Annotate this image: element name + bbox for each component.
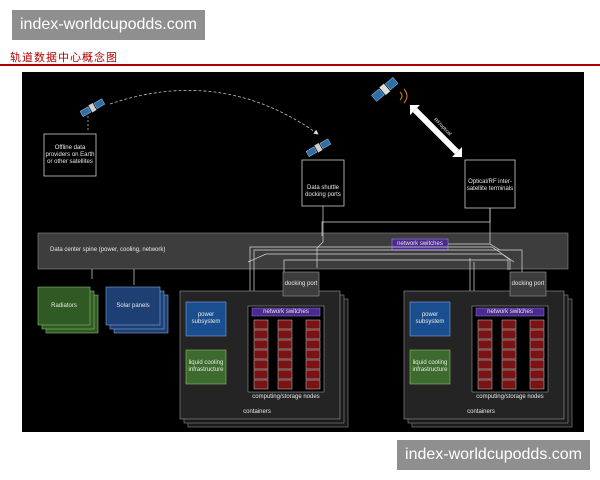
compute-node-block: [477, 339, 493, 350]
compute-node-block: [529, 349, 545, 360]
docking-port-left: [282, 271, 320, 297]
satellite-icon-relay: [371, 76, 399, 102]
switches-right-label: network switches: [487, 308, 533, 315]
liquid-cooling-right-label: liquid cooling infrastructure: [412, 360, 448, 373]
data-shuttle-box: [301, 159, 345, 207]
compute-node-block: [529, 379, 545, 390]
rf-arrow-shaft: [412, 107, 460, 155]
data-shuttle-label: Data shuttle docking ports: [305, 185, 341, 198]
shuttle-arc: [109, 90, 319, 135]
satellite-icon-offline: [79, 98, 106, 117]
optical-rf-label: Optical/RF inter-satellite terminals: [466, 179, 514, 192]
rf-arrow-head-top: [410, 105, 420, 115]
watermark-bottom: index-worldcupodds.com: [397, 440, 590, 470]
compute-node-block: [501, 359, 517, 370]
compute-node-block: [529, 369, 545, 380]
compute-node-block: [253, 319, 269, 330]
spine-bar: [37, 232, 569, 270]
compute-node-block: [477, 379, 493, 390]
compute-node-block: [305, 339, 321, 350]
solar-panels-box: [105, 286, 161, 326]
compute-node-block: [277, 369, 293, 380]
docking-port-left-label: docking port: [284, 280, 318, 287]
orbital-data-center-diagram: Offline data providers on Earth or other…: [22, 72, 584, 432]
satellite-icon-shuttle: [305, 138, 332, 157]
compute-node-block: [305, 329, 321, 340]
power-subsystem-right-label: power subsystem: [415, 312, 445, 325]
compute-node-block: [277, 329, 293, 340]
containers-right-label: containers: [467, 408, 495, 415]
compute-node-block: [253, 349, 269, 360]
compute-node-block: [477, 319, 493, 330]
compute-node-block: [501, 339, 517, 350]
compute-node-block: [253, 339, 269, 350]
compute-node-block: [277, 349, 293, 360]
liquid-cooling-left-label: liquid cooling infrastructure: [188, 360, 224, 373]
compute-node-block: [529, 339, 545, 350]
compute-node-block: [253, 369, 269, 380]
spine-label: Data center spine (power, cooling, netwo…: [50, 247, 166, 253]
compute-node-block: [277, 339, 293, 350]
figure-caption: 轨道数据中心概念图: [10, 51, 118, 64]
compute-node-block: [253, 359, 269, 370]
compute-node-block: [277, 379, 293, 390]
nodes-left-label: computing/storage nodes: [252, 393, 320, 400]
nodes-right-label: computing/storage nodes: [476, 393, 544, 400]
compute-node-block: [477, 369, 493, 380]
compute-node-block: [477, 349, 493, 360]
offline-providers-box: [43, 133, 97, 177]
compute-node-block: [305, 369, 321, 380]
docking-port-right-label: docking port: [511, 280, 545, 287]
container-right: [403, 271, 573, 428]
power-subsystem-left-label: power subsystem: [191, 312, 221, 325]
compute-node-block: [529, 329, 545, 340]
compute-node-block: [477, 329, 493, 340]
containers-left-label: containers: [243, 408, 271, 415]
compute-node-block: [529, 359, 545, 370]
compute-node-block: [477, 359, 493, 370]
optical-rf-box: [464, 159, 516, 209]
compute-node-block: [277, 319, 293, 330]
compute-node-block: [277, 359, 293, 370]
compute-node-block: [253, 379, 269, 390]
radiators-label: Radiators: [51, 302, 77, 309]
watermark-top: index-worldcupodds.com: [12, 10, 205, 40]
radiators-box: [37, 286, 91, 326]
compute-node-block: [305, 359, 321, 370]
signal-waves: [399, 88, 408, 104]
compute-node-block: [501, 379, 517, 390]
racks-right: [477, 319, 545, 390]
compute-node-block: [501, 319, 517, 330]
docking-port-right: [509, 271, 547, 297]
compute-node-block: [501, 329, 517, 340]
racks-left: [253, 319, 321, 390]
caption-divider: [0, 64, 600, 66]
compute-node-block: [529, 319, 545, 330]
compute-node-block: [305, 319, 321, 330]
offline-providers-label: Offline data providers on Earth or other…: [45, 144, 95, 165]
compute-node-block: [305, 349, 321, 360]
compute-node-block: [253, 329, 269, 340]
compute-node-block: [501, 349, 517, 360]
solar-panels-label: Solar panels: [116, 302, 150, 309]
compute-node-block: [305, 379, 321, 390]
compute-node-block: [501, 369, 517, 380]
rf-arrow-head-bottom: [452, 147, 462, 157]
container-left: [179, 271, 349, 428]
spine-switches-label: network switches: [397, 241, 443, 247]
switches-left-label: network switches: [263, 308, 309, 315]
